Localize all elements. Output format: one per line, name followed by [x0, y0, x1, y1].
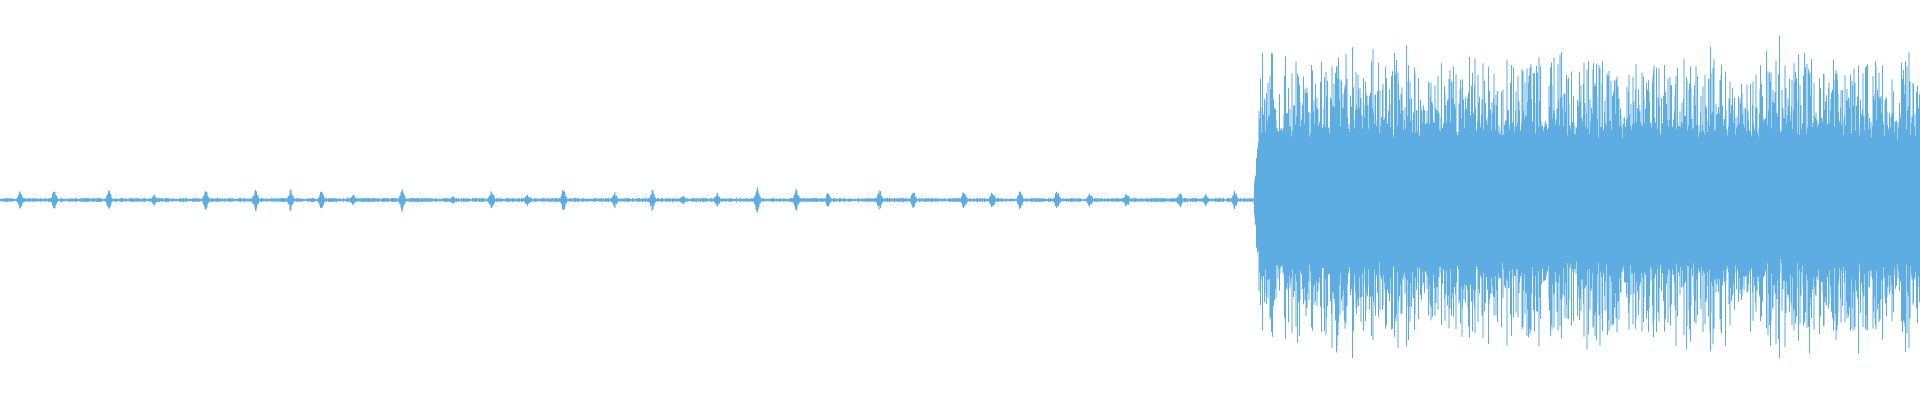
waveform-series — [0, 35, 1920, 358]
